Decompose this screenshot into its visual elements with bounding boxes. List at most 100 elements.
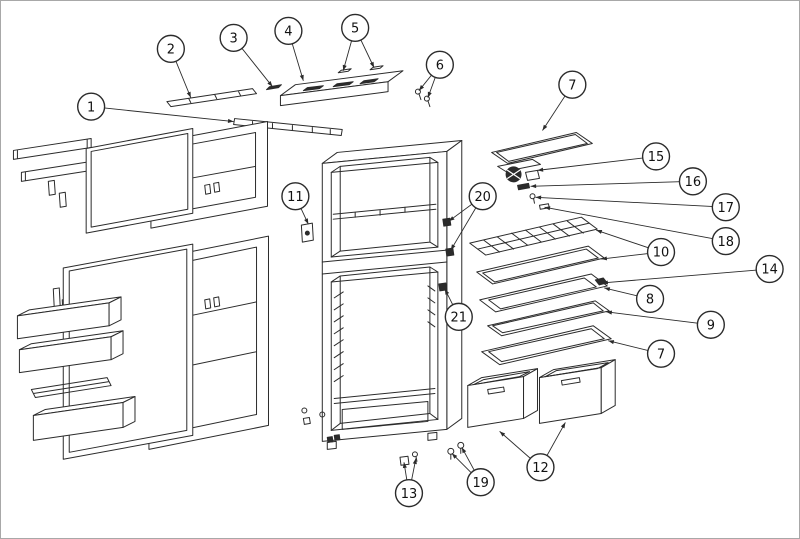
leader-16 bbox=[530, 180, 693, 187]
door-bin bbox=[16, 296, 122, 340]
leader-14 bbox=[602, 268, 770, 284]
callout-15: 15 bbox=[641, 142, 671, 171]
callout-number-16: 16 bbox=[685, 175, 701, 190]
leader-1 bbox=[91, 106, 234, 122]
thermostat-part16 bbox=[517, 182, 531, 191]
callout-circle-17 bbox=[711, 193, 740, 222]
hinge-bracket-part11 bbox=[300, 222, 314, 243]
callout-12: 12 bbox=[526, 453, 555, 482]
callout-6: 6 bbox=[425, 50, 454, 79]
callout-number-21: 21 bbox=[451, 310, 467, 325]
leader-arrow-5 bbox=[369, 61, 375, 68]
leader-arrow-18 bbox=[544, 206, 551, 211]
callout-19: 19 bbox=[466, 468, 495, 497]
leader-arrow-3 bbox=[267, 81, 273, 87]
callout-circle-14 bbox=[755, 254, 784, 284]
leader-arrow-14 bbox=[602, 280, 609, 285]
freezer-door-outer bbox=[85, 128, 194, 234]
callout-number-13: 13 bbox=[401, 487, 417, 502]
crisper-drawer-left bbox=[467, 368, 538, 428]
callout-circle-9 bbox=[696, 310, 725, 339]
screw-part17 bbox=[529, 193, 536, 204]
callout-14: 14 bbox=[755, 254, 784, 284]
callout-circle-20 bbox=[468, 182, 497, 211]
leader-arrow-17 bbox=[535, 195, 542, 200]
callout-3: 3 bbox=[219, 23, 248, 53]
leader-arrow-10 bbox=[596, 230, 603, 234]
callout-number-8: 8 bbox=[646, 293, 654, 308]
callout-number-1: 1 bbox=[87, 100, 95, 115]
callout-1: 1 bbox=[77, 92, 106, 121]
callout-13: 13 bbox=[394, 479, 424, 508]
leader-arrow-2 bbox=[186, 91, 191, 98]
callout-number-10: 10 bbox=[653, 246, 669, 261]
leader-arrow-11 bbox=[304, 218, 309, 225]
callout-circle-16 bbox=[678, 167, 708, 196]
trim-strip-part2 bbox=[166, 88, 258, 108]
callout-number-5: 5 bbox=[351, 22, 359, 37]
callout-circle-11 bbox=[281, 182, 310, 211]
shelf-frame-part8 bbox=[479, 273, 608, 313]
callout-circle-10 bbox=[646, 237, 676, 267]
door-bin bbox=[32, 396, 136, 441]
callout-9: 9 bbox=[696, 310, 725, 339]
callout-circle-6 bbox=[425, 50, 454, 79]
leader-18 bbox=[544, 206, 726, 242]
leader-9 bbox=[606, 311, 711, 326]
callout-circle-19 bbox=[466, 468, 495, 497]
leader-arrow-20 bbox=[450, 244, 456, 251]
callout-number-17: 17 bbox=[718, 201, 734, 216]
freezer-door-handle bbox=[12, 137, 99, 182]
callout-7-top: 7 bbox=[558, 70, 587, 99]
callout-circle-1 bbox=[77, 92, 106, 121]
callout-circle-18 bbox=[711, 226, 740, 256]
line-art bbox=[12, 65, 616, 466]
leader-arrow-21 bbox=[444, 288, 450, 295]
crisper-drawer-right bbox=[538, 359, 616, 424]
leader-arrow-13 bbox=[402, 462, 407, 469]
callout-7-lower: 7 bbox=[646, 339, 676, 368]
door-stop-parts bbox=[47, 179, 67, 208]
callout-number-18: 18 bbox=[718, 235, 734, 250]
leader-arrow-4 bbox=[299, 74, 304, 81]
fan-assembly-part15 bbox=[497, 158, 541, 183]
screws-part13 bbox=[399, 451, 418, 466]
wire-shelf-part10 bbox=[469, 216, 598, 256]
callout-4: 4 bbox=[274, 16, 303, 46]
callout-8: 8 bbox=[635, 284, 665, 314]
callout-number-19: 19 bbox=[472, 476, 488, 491]
callout-circle-21 bbox=[444, 302, 473, 331]
glass-insert-part9 bbox=[487, 300, 610, 337]
feet-part19 bbox=[447, 441, 465, 460]
callout-number-7-lower: 7 bbox=[657, 347, 665, 362]
leader-17 bbox=[535, 196, 726, 208]
freezer-shelf-part7 bbox=[491, 132, 593, 164]
callout-circle-3 bbox=[219, 23, 248, 53]
callout-number-15: 15 bbox=[648, 150, 664, 165]
callout-circle-2 bbox=[156, 34, 186, 63]
callout-number-9: 9 bbox=[707, 318, 715, 333]
leader-arrow-20 bbox=[448, 216, 455, 222]
callout-number-3: 3 bbox=[230, 32, 238, 47]
leader-arrow-12 bbox=[560, 422, 566, 429]
callout-20: 20 bbox=[468, 182, 497, 211]
leader-arrow-9 bbox=[606, 310, 613, 315]
callout-number-11: 11 bbox=[287, 190, 303, 205]
callout-number-4: 4 bbox=[284, 25, 292, 40]
leader-arrow-19 bbox=[461, 447, 467, 454]
lamp-clips-part5 bbox=[337, 65, 384, 74]
callout-18: 18 bbox=[711, 226, 740, 256]
leader-arrow-6 bbox=[427, 91, 432, 98]
cabinet bbox=[301, 139, 463, 450]
callout-circle-15 bbox=[641, 142, 671, 171]
callout-11: 11 bbox=[281, 182, 310, 211]
screws-part6 bbox=[414, 88, 431, 108]
leader-arrow-7-lower bbox=[608, 340, 615, 345]
callout-circle-7-top bbox=[558, 70, 587, 99]
callout-number-14: 14 bbox=[761, 263, 777, 278]
leader-arrow-19 bbox=[451, 453, 458, 459]
callout-number-2: 2 bbox=[167, 42, 175, 57]
callout-circle-12 bbox=[526, 453, 555, 482]
